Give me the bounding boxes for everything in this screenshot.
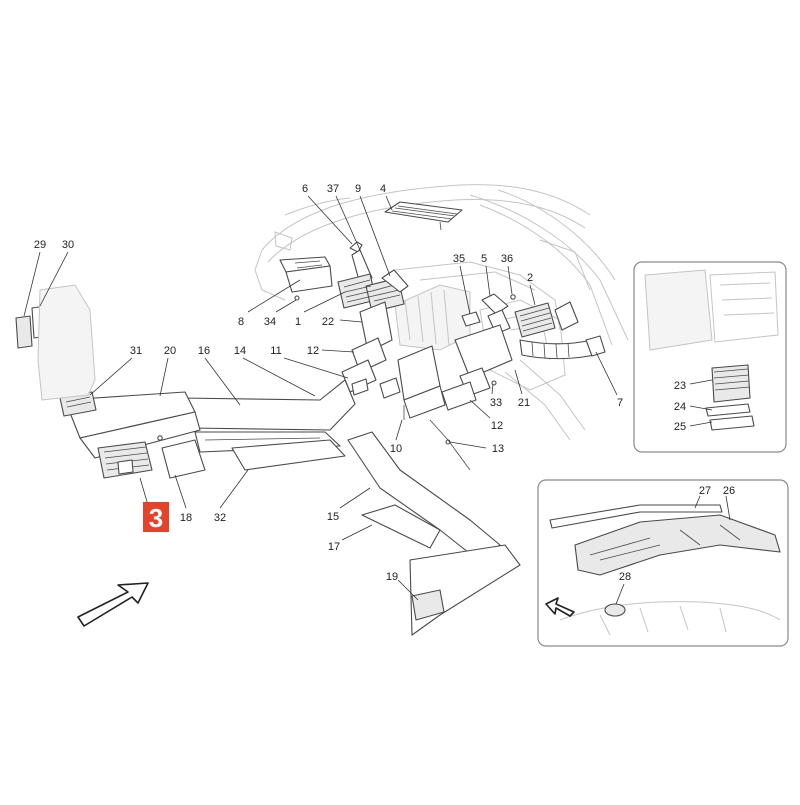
callout-23: 23 (674, 380, 686, 392)
part-2-right-vent (514, 301, 579, 338)
part-8-side-vent (279, 256, 333, 301)
callout-19: 19 (386, 571, 398, 583)
callout-36: 36 (501, 253, 513, 265)
part-22-center-riser (341, 301, 401, 399)
callout-26: 26 (723, 485, 735, 497)
part-10-duct-joint (397, 345, 446, 420)
callout-9: 9 (355, 183, 361, 195)
callout-12-lower: 12 (491, 420, 503, 432)
callout-29: 29 (34, 239, 46, 251)
part-18-bracket (157, 435, 206, 479)
part-14-crossover-duct (179, 379, 356, 471)
inset-direction-arrow (545, 597, 575, 617)
inset-defrost-duct (537, 479, 789, 647)
part-15-floor-duct (347, 419, 521, 636)
callout-12-upper: 12 (307, 345, 319, 357)
callout-31: 31 (130, 345, 142, 357)
part-7-right-hose (519, 335, 606, 360)
callout-22: 22 (322, 316, 334, 328)
callout-7: 7 (617, 397, 623, 409)
callout-21: 21 (518, 397, 530, 409)
leader-lines (23, 195, 731, 605)
callout-14: 14 (234, 345, 246, 357)
callout-17: 17 (328, 541, 340, 553)
callout-6: 6 (302, 183, 308, 195)
callout-16: 16 (198, 345, 210, 357)
callout-10: 10 (390, 443, 402, 455)
callout-18: 18 (180, 512, 192, 524)
callout-1: 1 (295, 316, 301, 328)
callout-13: 13 (492, 443, 504, 455)
callout-labels: 6 37 9 4 29 30 35 5 36 2 8 34 1 22 31 20… (34, 183, 735, 583)
callout-32: 32 (214, 512, 226, 524)
view-direction-arrow (77, 582, 149, 627)
callout-5: 5 (481, 253, 487, 265)
part-4-defrost-grille (384, 201, 463, 231)
callout-8: 8 (238, 316, 244, 328)
part-21-lower-duct (441, 324, 513, 445)
callout-34: 34 (264, 316, 276, 328)
dashboard-ghost-outline (254, 184, 629, 441)
inset-cabin-filter (633, 261, 787, 453)
highlight-badge-bg (143, 502, 169, 532)
callout-27: 27 (699, 485, 711, 497)
highlight-badge-label: 3 (149, 503, 163, 533)
highlight-badge-part-3: 3 (143, 502, 169, 533)
callout-24: 24 (674, 401, 686, 413)
callout-33: 33 (490, 397, 502, 409)
callout-15: 15 (327, 511, 339, 523)
callout-30: 30 (62, 239, 74, 251)
callout-2: 2 (527, 272, 533, 284)
part-1-center-vents (337, 269, 409, 313)
callout-25: 25 (674, 421, 686, 433)
part-29-pillar-seal (15, 284, 96, 401)
callout-35: 35 (453, 253, 465, 265)
callout-28: 28 (619, 571, 631, 583)
callout-37: 37 (327, 183, 339, 195)
callout-4: 4 (380, 183, 386, 195)
callout-20: 20 (164, 345, 176, 357)
callout-11: 11 (270, 345, 281, 357)
part-3-left-vent (97, 441, 153, 479)
